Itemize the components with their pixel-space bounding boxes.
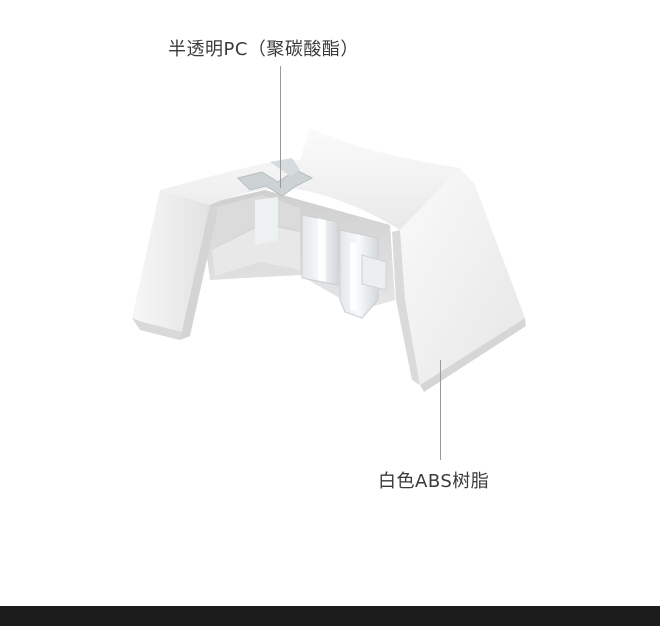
leader-line-pc xyxy=(280,66,281,188)
label-translucent-pc: 半透明PC（聚碳酸酯） xyxy=(168,39,359,60)
label-white-abs: 白色ABS树脂 xyxy=(378,471,490,492)
leader-line-abs xyxy=(440,360,441,460)
bottom-bar xyxy=(0,606,660,626)
